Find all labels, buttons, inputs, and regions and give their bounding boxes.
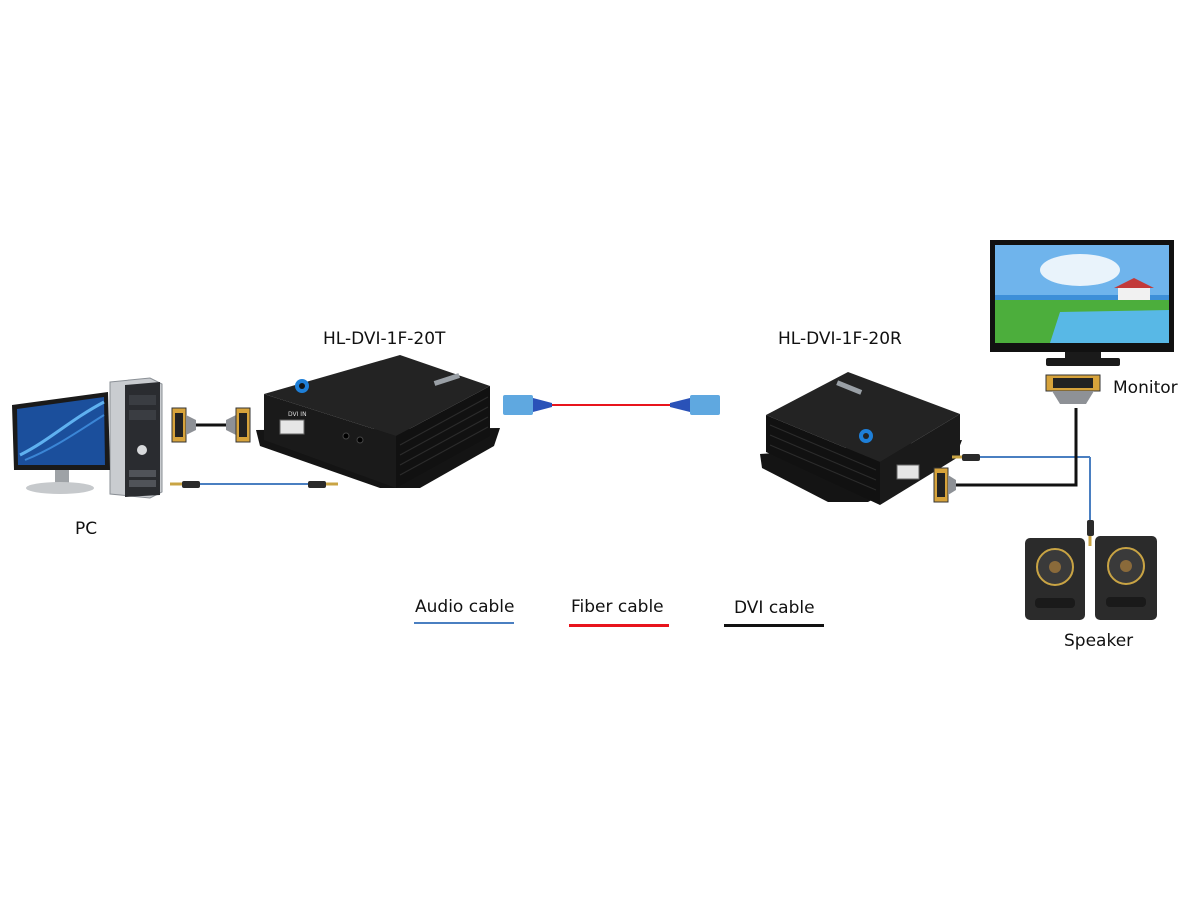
legend-fiber-label: Fiber cable <box>571 597 664 617</box>
legend-audio-line <box>414 622 514 624</box>
legend-dvi-label: DVI cable <box>734 598 815 618</box>
monitor-icon <box>990 240 1174 404</box>
fiber-cable <box>503 395 720 415</box>
pc-icon <box>12 377 163 499</box>
receiver-device-icon <box>760 372 962 505</box>
legend-fiber-line <box>569 624 669 627</box>
transmitter-label: HL-DVI-1F-20T <box>323 329 446 349</box>
legend-audio-label: Audio cable <box>415 597 515 617</box>
dvi-cable-pc <box>171 407 251 443</box>
audio-cable-speaker <box>952 454 1094 546</box>
speaker-icon <box>1025 536 1157 620</box>
legend-dvi-line <box>724 624 824 627</box>
monitor-label: Monitor <box>1113 378 1178 398</box>
speaker-label: Speaker <box>1064 631 1134 651</box>
transmitter-dvi-in-label: DVI IN <box>288 411 307 418</box>
dvi-cable-monitor <box>933 408 1078 503</box>
transmitter-device-icon: DVI IN <box>256 355 500 488</box>
receiver-label: HL-DVI-1F-20R <box>778 329 902 349</box>
pc-label: PC <box>75 519 98 539</box>
audio-cable-pc <box>170 481 338 488</box>
